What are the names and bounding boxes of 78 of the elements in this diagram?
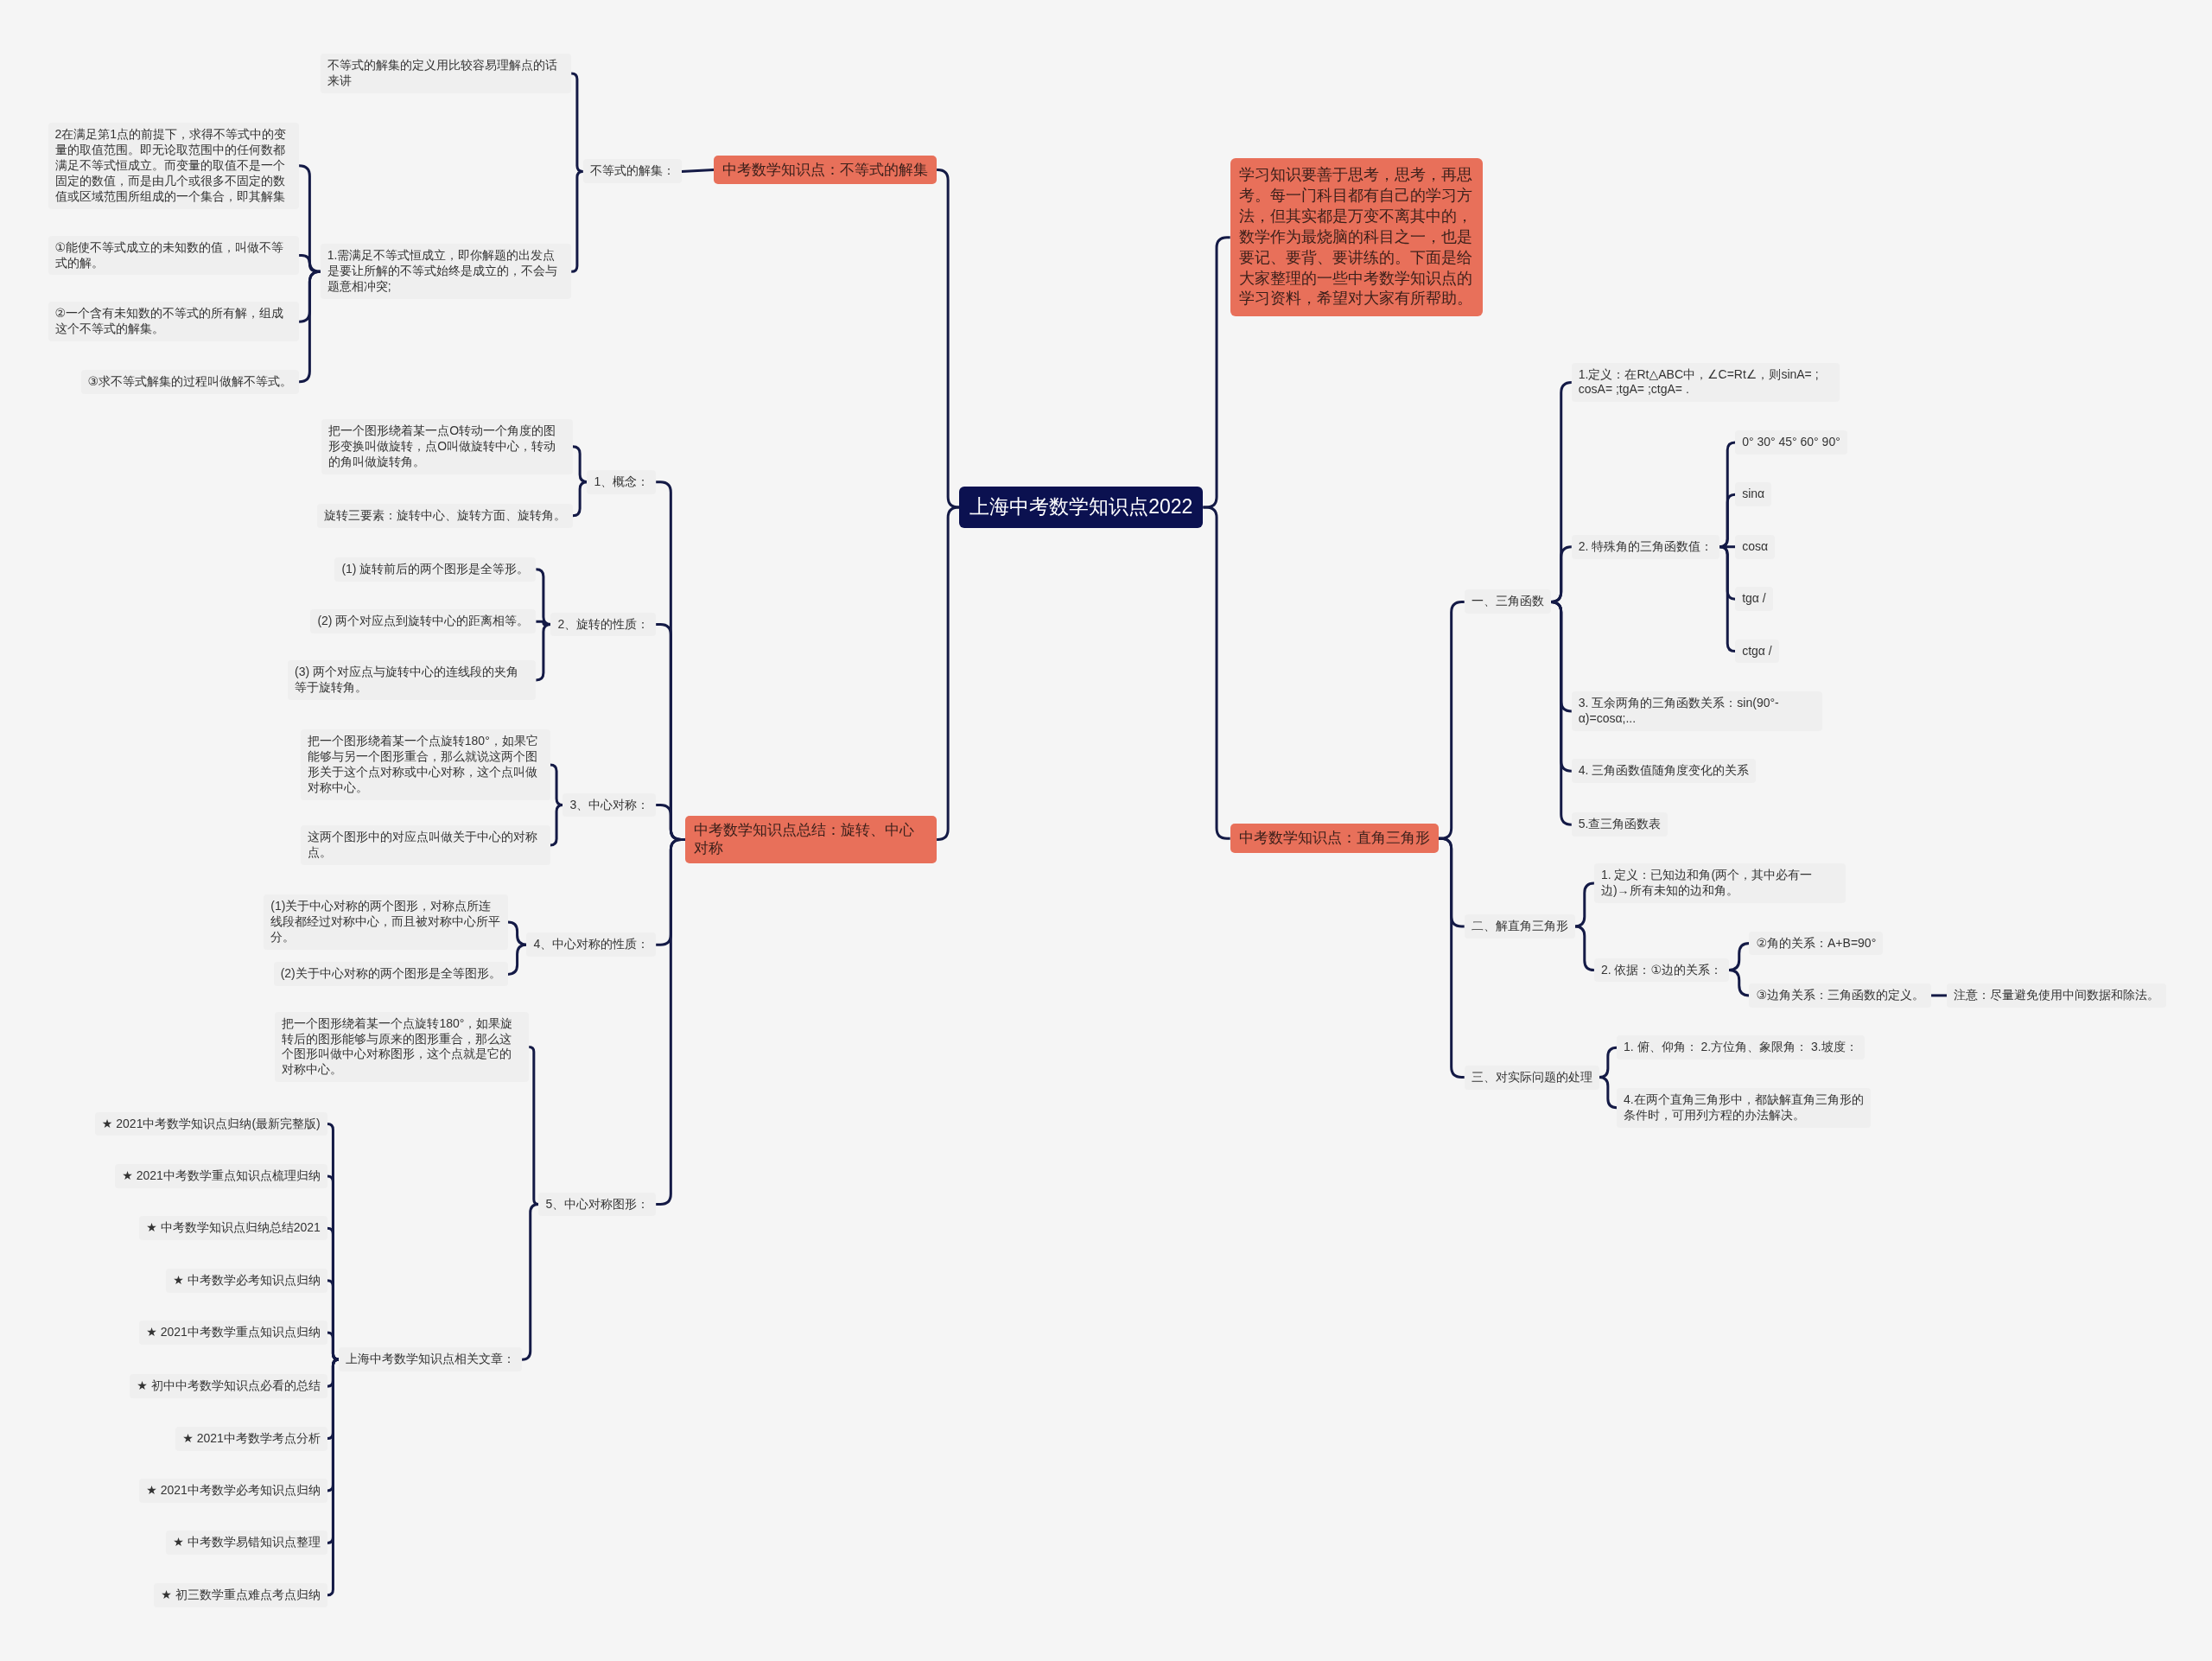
- topic-box: ②角的关系：A+B=90°: [1749, 931, 1884, 956]
- topic-box: 把一个图形绕着某一个点旋转180°，如果它能够与另一个图形重合，那么就说这两个图形关于这个点对称或中心对称，这个点叫做对称中心。: [300, 729, 550, 800]
- connector-line: [936, 168, 960, 509]
- topic-box: ③边角关系：三角函数的定义。: [1749, 983, 1932, 1008]
- topic-box: 4、中心对称的性质：: [526, 932, 657, 958]
- topic-box: 三、对实际问题的处理: [1464, 1065, 1599, 1090]
- topic-box: ★ 2021中考数学知识点归纳(最新完整版): [94, 1111, 327, 1136]
- connector-line: [569, 169, 585, 273]
- connector-line: [1598, 1076, 1618, 1110]
- topic-box: ①能使不等式成立的未知数的值，叫做不等式的解。: [48, 235, 300, 276]
- connector-line: [326, 1331, 340, 1361]
- topic-box: ctgα /: [1735, 639, 1779, 664]
- connector-line: [936, 506, 960, 841]
- connector-line: [297, 270, 321, 384]
- connector-line: [549, 804, 564, 847]
- topic-box: 把一个图形绕着某一点O转动一个角度的图形变换叫做旋转，点O叫做旋转中心，转动的角叫做旋转角。: [321, 418, 573, 474]
- topic-box: 2、旋转的性质：: [550, 612, 657, 637]
- topic-box: ★ 中考数学易错知识点整理: [166, 1531, 327, 1556]
- topic-box: ★ 2021中考数学考点分析: [175, 1426, 327, 1451]
- topic-box: ★ 初中中考数学知识点必看的总结: [130, 1374, 327, 1399]
- topic-box: 1.需满足不等式恒成立，即你解题的出发点是要让所解的不等式始终是成立的，不会与题意相冲突;: [320, 244, 572, 300]
- topic-box: 1.定义：在Rt△ABC中，∠C=Rt∠，则sinA= ; cosA= ;tgA= ;ctgA= .: [1571, 362, 1840, 403]
- connector-line: [1549, 600, 1573, 826]
- connector-line: [1573, 881, 1596, 928]
- topic-box: ★ 中考数学知识点归纳总结2021: [139, 1216, 327, 1241]
- topic-box: 1、概念：: [587, 469, 657, 494]
- topic-box: 不等式的解集：: [582, 159, 682, 184]
- topic-box: (1) 旋转前后的两个图形是全等形。: [334, 557, 537, 582]
- connector-line: [681, 168, 715, 173]
- topic-box: (1)关于中心对称的两个图形，对称点所连线段都经过对称中心，而且被对称中心所平分。: [264, 894, 508, 950]
- topic-box: 上海中考数学知识点相关文章：: [339, 1347, 523, 1372]
- topic-box: 5、中心对称图形：: [538, 1192, 657, 1217]
- connector-line: [506, 920, 528, 946]
- topic-box: 一、三角函数: [1464, 589, 1551, 614]
- topic-box: 旋转三要素：旋转中心、旋转方面、旋转角。: [316, 503, 573, 528]
- topic-box: 不等式的解集的定义用比较容易理解点的话来讲: [320, 54, 572, 93]
- branch-topic-box: 中考数学知识点总结：旋转、中心对称: [685, 815, 938, 864]
- topic-box: 5.查三角函数表: [1571, 812, 1669, 837]
- connector-line: [506, 943, 528, 976]
- connector-line: [534, 623, 552, 682]
- connector-line: [1718, 545, 1737, 653]
- topic-box: ②一个含有未知数的不等式的所有解，组成这个不等式的解集。: [48, 302, 300, 342]
- root-topic-box: 上海中考数学知识点2022: [959, 487, 1204, 528]
- topic-box: sinα: [1735, 482, 1772, 507]
- connector-line: [1931, 994, 1948, 997]
- topic-box: (2)关于中心对称的两个图形是全等图形。: [273, 962, 508, 987]
- topic-box: 3. 互余两角的三角函数关系：sin(90°-α)=cosα;...: [1571, 691, 1823, 731]
- connector-line: [520, 1203, 540, 1361]
- topic-box: ★ 2021中考数学重点知识点梳理归纳: [115, 1163, 327, 1188]
- connector-line: [1719, 545, 1736, 549]
- topic-box: 3、中心对称：: [563, 792, 657, 818]
- topic-box: cosα: [1735, 534, 1776, 559]
- topic-box: 二、解直角三角形: [1464, 913, 1575, 939]
- topic-box: 这两个图形中的对应点叫做关于中心的对称点。: [300, 825, 550, 865]
- topic-box: (2) 两个对应点到旋转中心的距离相等。: [310, 609, 537, 634]
- topic-box: 1. 俯、仰角： 2.方位角、象限角： 3.坡度：: [1617, 1035, 1865, 1060]
- branch-topic-box: 中考数学知识点：直角三角形: [1230, 824, 1439, 854]
- topic-box: tgα /: [1735, 587, 1773, 612]
- topic-box: ★ 初三数学重点难点考点归纳: [154, 1582, 327, 1607]
- topic-box: ★ 2021中考数学重点知识点归纳: [139, 1321, 327, 1346]
- topic-box: 2. 特殊角的三角函数值：: [1571, 534, 1720, 559]
- connector-line: [1573, 925, 1596, 971]
- topic-box: 2. 依据：①边的关系：: [1593, 958, 1729, 983]
- topic-box: 2在满足第1点的前提下，求得不等式中的变量的取值范围。即无论取范围中的任何数都满足不等式恒成立。而变量的取值不是一个固定的数值，而是由几个或很多不固定的数值或区域范围所组成的一个集合，即其解集: [48, 123, 300, 209]
- topic-box: 把一个图形绕着某一个点旋转180°，如果旋转后的图形能够与原来的图形重合，那么这个图形叫做中心对称图形，这个点就是它的对称中心。: [275, 1011, 530, 1083]
- topic-box: 0° 30° 45° 60° 90°: [1735, 430, 1847, 455]
- connector-line: [1727, 969, 1751, 997]
- topic-box: ③求不等式解集的过程叫做解不等式。: [80, 369, 300, 394]
- topic-box: ★ 2021中考数学必考知识点归纳: [139, 1479, 327, 1503]
- topic-box: 4. 三角函数值随角度变化的关系: [1571, 759, 1757, 784]
- topic-box: (3) 两个对应点与旋转中心的连线段的夹角等于旋转角。: [288, 660, 537, 700]
- topic-box: ★ 中考数学必考知识点归纳: [166, 1268, 327, 1293]
- intro-box: 学习知识要善于思考，思考，再思考。每一门科目都有自己的学习方法，但其实都是万变不离其中的，数学作为最烧脑的科目之一，也是要记、要背、要讲练的。下面是给大家整理的一些中考数学知识点的学习资料，希望对大家有所帮助。: [1230, 157, 1483, 317]
- topic-box: 注意：尽量避免使用中间数据和除法。: [1947, 983, 2167, 1008]
- topic-box: 4.在两个直角三角形中，都缺解直角三角形的条件时，可用列方程的办法解决。: [1617, 1087, 1871, 1128]
- topic-box: 1. 定义：已知边和角(两个，其中必有一边)→所有未知的边和角。: [1593, 863, 1846, 903]
- branch-topic-box: 中考数学知识点：不等式的解集: [714, 155, 938, 185]
- connector-line: [571, 480, 588, 518]
